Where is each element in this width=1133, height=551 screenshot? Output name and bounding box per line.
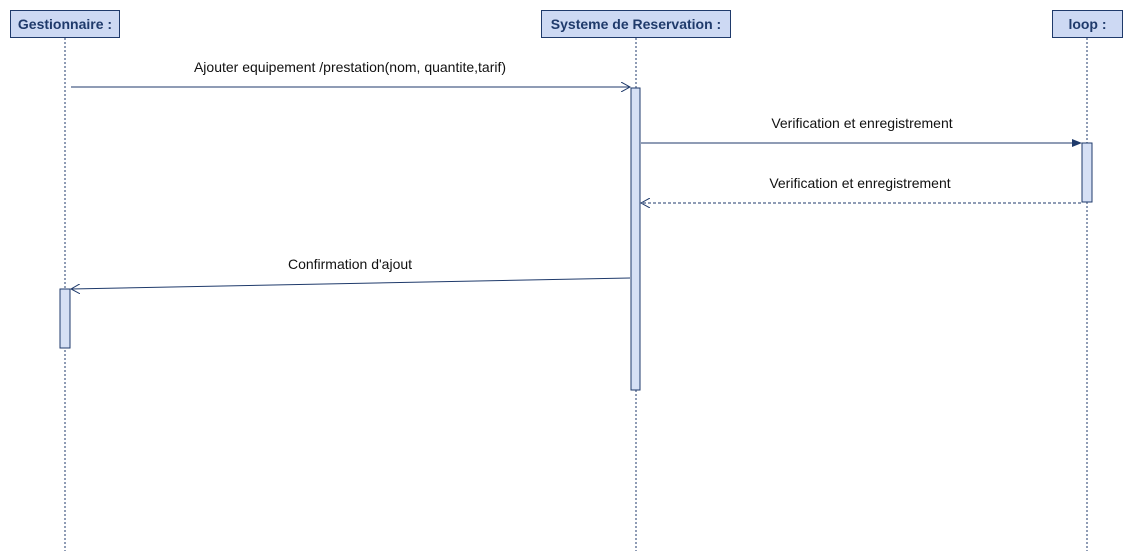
activation-bar-gestionnaire <box>59 288 71 349</box>
activation-bar-systeme <box>630 87 641 391</box>
message-label-verification: Verification et enregistrement <box>771 115 953 131</box>
message-label-verification-return: Verification et enregistrement <box>769 175 951 191</box>
lifeline-header-loop: loop : <box>1052 10 1123 38</box>
message-label-ajouter: Ajouter equipement /prestation(nom, quan… <box>193 59 507 75</box>
activation-bar-loop <box>1081 142 1093 203</box>
message-label-confirmation: Confirmation d'ajout <box>287 256 413 272</box>
lifeline-header-systeme: Systeme de Reservation : <box>541 10 731 38</box>
message-arrow-confirmation <box>71 277 631 289</box>
lifeline-header-gestionnaire: Gestionnaire : <box>10 10 120 38</box>
